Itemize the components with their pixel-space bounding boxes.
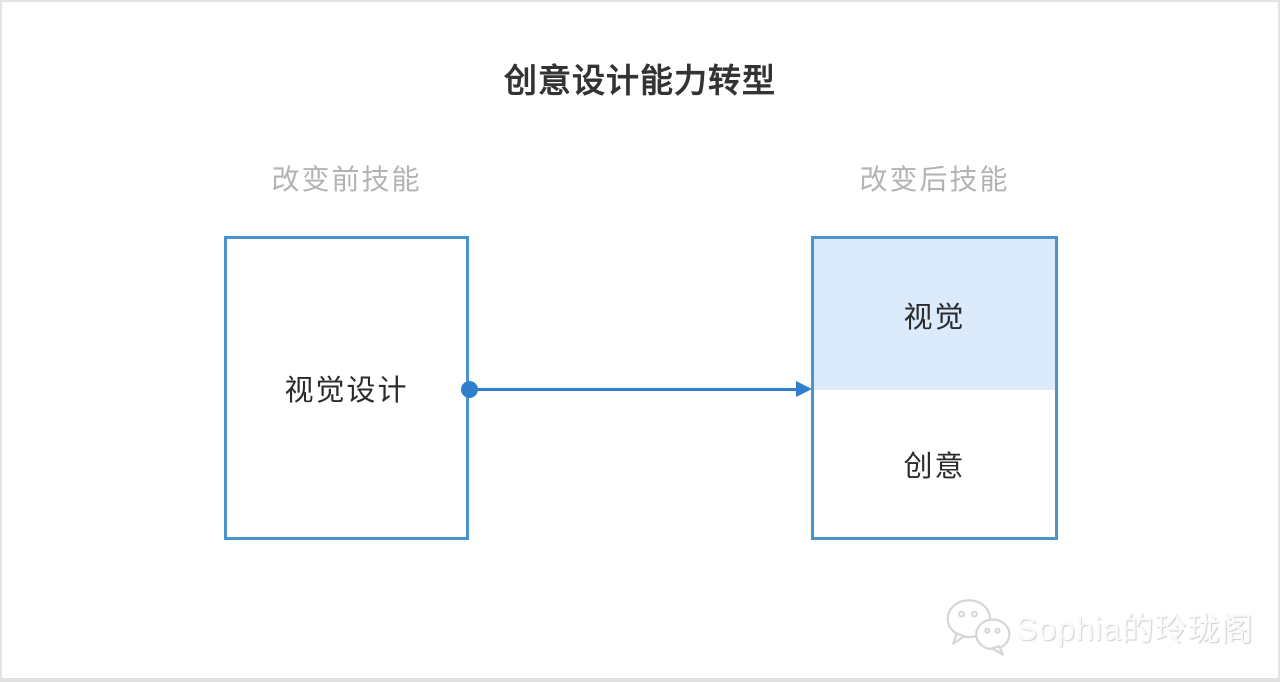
watermark-text: Sophia的玲珑阁	[1016, 611, 1254, 647]
after-skill-visual-text: 视觉	[903, 301, 966, 334]
wechat-icon	[946, 599, 1011, 656]
after-column-label: 改变后技能	[859, 164, 1010, 195]
after-skill-segment-visual: 视觉	[814, 239, 1055, 390]
diagram-title: 创意设计能力转型	[504, 62, 776, 99]
before-skill-text: 视觉设计	[284, 375, 409, 407]
after-skill-creative-text: 创意	[903, 450, 966, 483]
after-skill-box: 视觉 创意	[811, 236, 1058, 540]
arrow-head-icon	[796, 381, 812, 397]
watermark: Sophia的玲珑阁	[944, 594, 1254, 660]
before-skill-box: 视觉设计	[224, 236, 469, 540]
before-column-label: 改变前技能	[271, 164, 422, 195]
arrow-start-dot-icon	[461, 381, 478, 398]
transform-arrow-line	[467, 388, 797, 391]
after-skill-segment-creative: 创意	[814, 390, 1055, 537]
